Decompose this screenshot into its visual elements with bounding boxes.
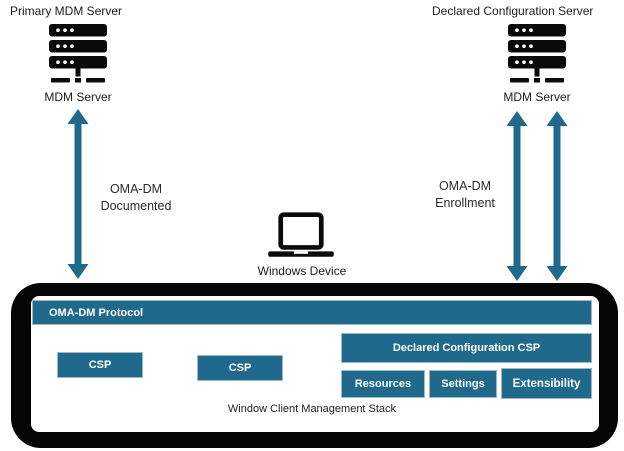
csp-box-2: CSP — [197, 355, 283, 381]
csp-box-1: CSP — [57, 352, 143, 378]
resources-box: Resources — [341, 370, 425, 398]
windows-device-frame: OMA-DM Protocol CSP CSP Declared Configu… — [11, 283, 618, 448]
server-rack-icon — [508, 24, 566, 84]
double-headed-vertical-arrow-icon — [67, 109, 89, 279]
double-headed-vertical-arrow-icon — [506, 111, 528, 281]
declared-mdm-server-label: MDM Server — [503, 90, 571, 104]
oma-dm-protocol-bar: OMA-DM Protocol — [32, 300, 592, 325]
settings-box: Settings — [429, 370, 497, 398]
declared-configuration-server-title: Declared Configuration Server — [432, 4, 594, 18]
double-headed-vertical-arrow-icon — [546, 111, 568, 281]
oma-dm-enrollment-label: OMA-DM Enrollment — [435, 179, 495, 210]
extensibility-box: Extensibility — [501, 368, 592, 399]
windows-device-label: Windows Device — [257, 264, 347, 278]
server-rack-icon — [49, 24, 107, 84]
primary-mdm-server-title: Primary MDM Server — [10, 4, 123, 18]
laptop-icon — [262, 212, 340, 261]
declared-configuration-csp-box: Declared Configuration CSP — [341, 333, 592, 363]
primary-mdm-server-label: MDM Server — [44, 90, 112, 104]
window-client-management-stack-caption: Window Client Management Stack — [227, 403, 397, 415]
oma-dm-documented-label: OMA-DM Documented — [100, 182, 172, 213]
